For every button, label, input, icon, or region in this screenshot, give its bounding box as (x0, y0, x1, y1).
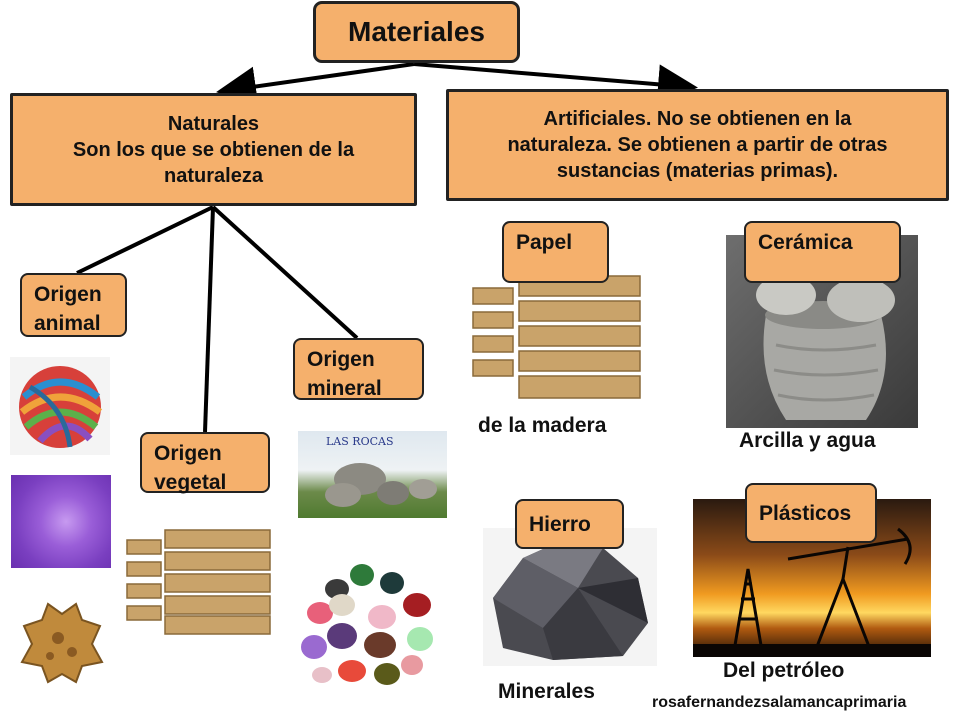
yarn-ball-image (10, 357, 110, 455)
origen-animal-node: Origen animal (20, 273, 127, 337)
line-to-origen-mineral (211, 205, 359, 340)
cowhide-image (18, 600, 105, 686)
papel-node: Papel (502, 221, 609, 283)
origen-mineral-node: Origen mineral (293, 338, 424, 400)
artificiales-text: Artificiales. No se obtienen en la natur… (507, 108, 888, 182)
root-title: Materiales (348, 16, 485, 47)
papel-source-caption: de la madera (478, 414, 607, 437)
author-credit: rosafernandezsalamancaprimaria (652, 694, 907, 711)
gemstones-image (292, 561, 444, 694)
line-to-origen-vegetal (203, 206, 215, 433)
hierro-node: Hierro (515, 499, 624, 549)
arrow-to-artificiales (413, 62, 698, 105)
origen-vegetal-node: Origen vegetal (140, 432, 270, 494)
ceramica-node: Cerámica (744, 221, 901, 283)
naturales-node: Naturales Son los que se obtienen de la … (10, 93, 417, 206)
iron-ore-image (483, 528, 657, 666)
ceramica-label: Cerámica (758, 231, 853, 254)
ceramica-source-caption: Arcilla y agua (739, 429, 876, 452)
rocks-label: LAS ROCAS (326, 435, 394, 448)
purple-fabric-image (11, 475, 111, 568)
rocks-landscape-image: LAS ROCAS (298, 431, 447, 518)
arrow-to-naturales (216, 62, 415, 107)
plasticos-source-caption: Del petróleo (723, 659, 845, 682)
hierro-label: Hierro (529, 513, 591, 536)
line-to-origen-animal (76, 205, 214, 275)
artificiales-node: Artificiales. No se obtienen en la natur… (446, 89, 949, 201)
hierro-source-caption: Minerales (498, 680, 595, 703)
plasticos-node: Plásticos (745, 483, 877, 543)
wood-planks-image (125, 528, 272, 636)
plasticos-label: Plásticos (759, 502, 852, 525)
naturales-text: Naturales Son los que se obtienen de la … (72, 112, 355, 187)
root-node: Materiales (313, 1, 520, 63)
papel-label: Papel (516, 231, 573, 254)
papel-wood-image (471, 274, 642, 401)
